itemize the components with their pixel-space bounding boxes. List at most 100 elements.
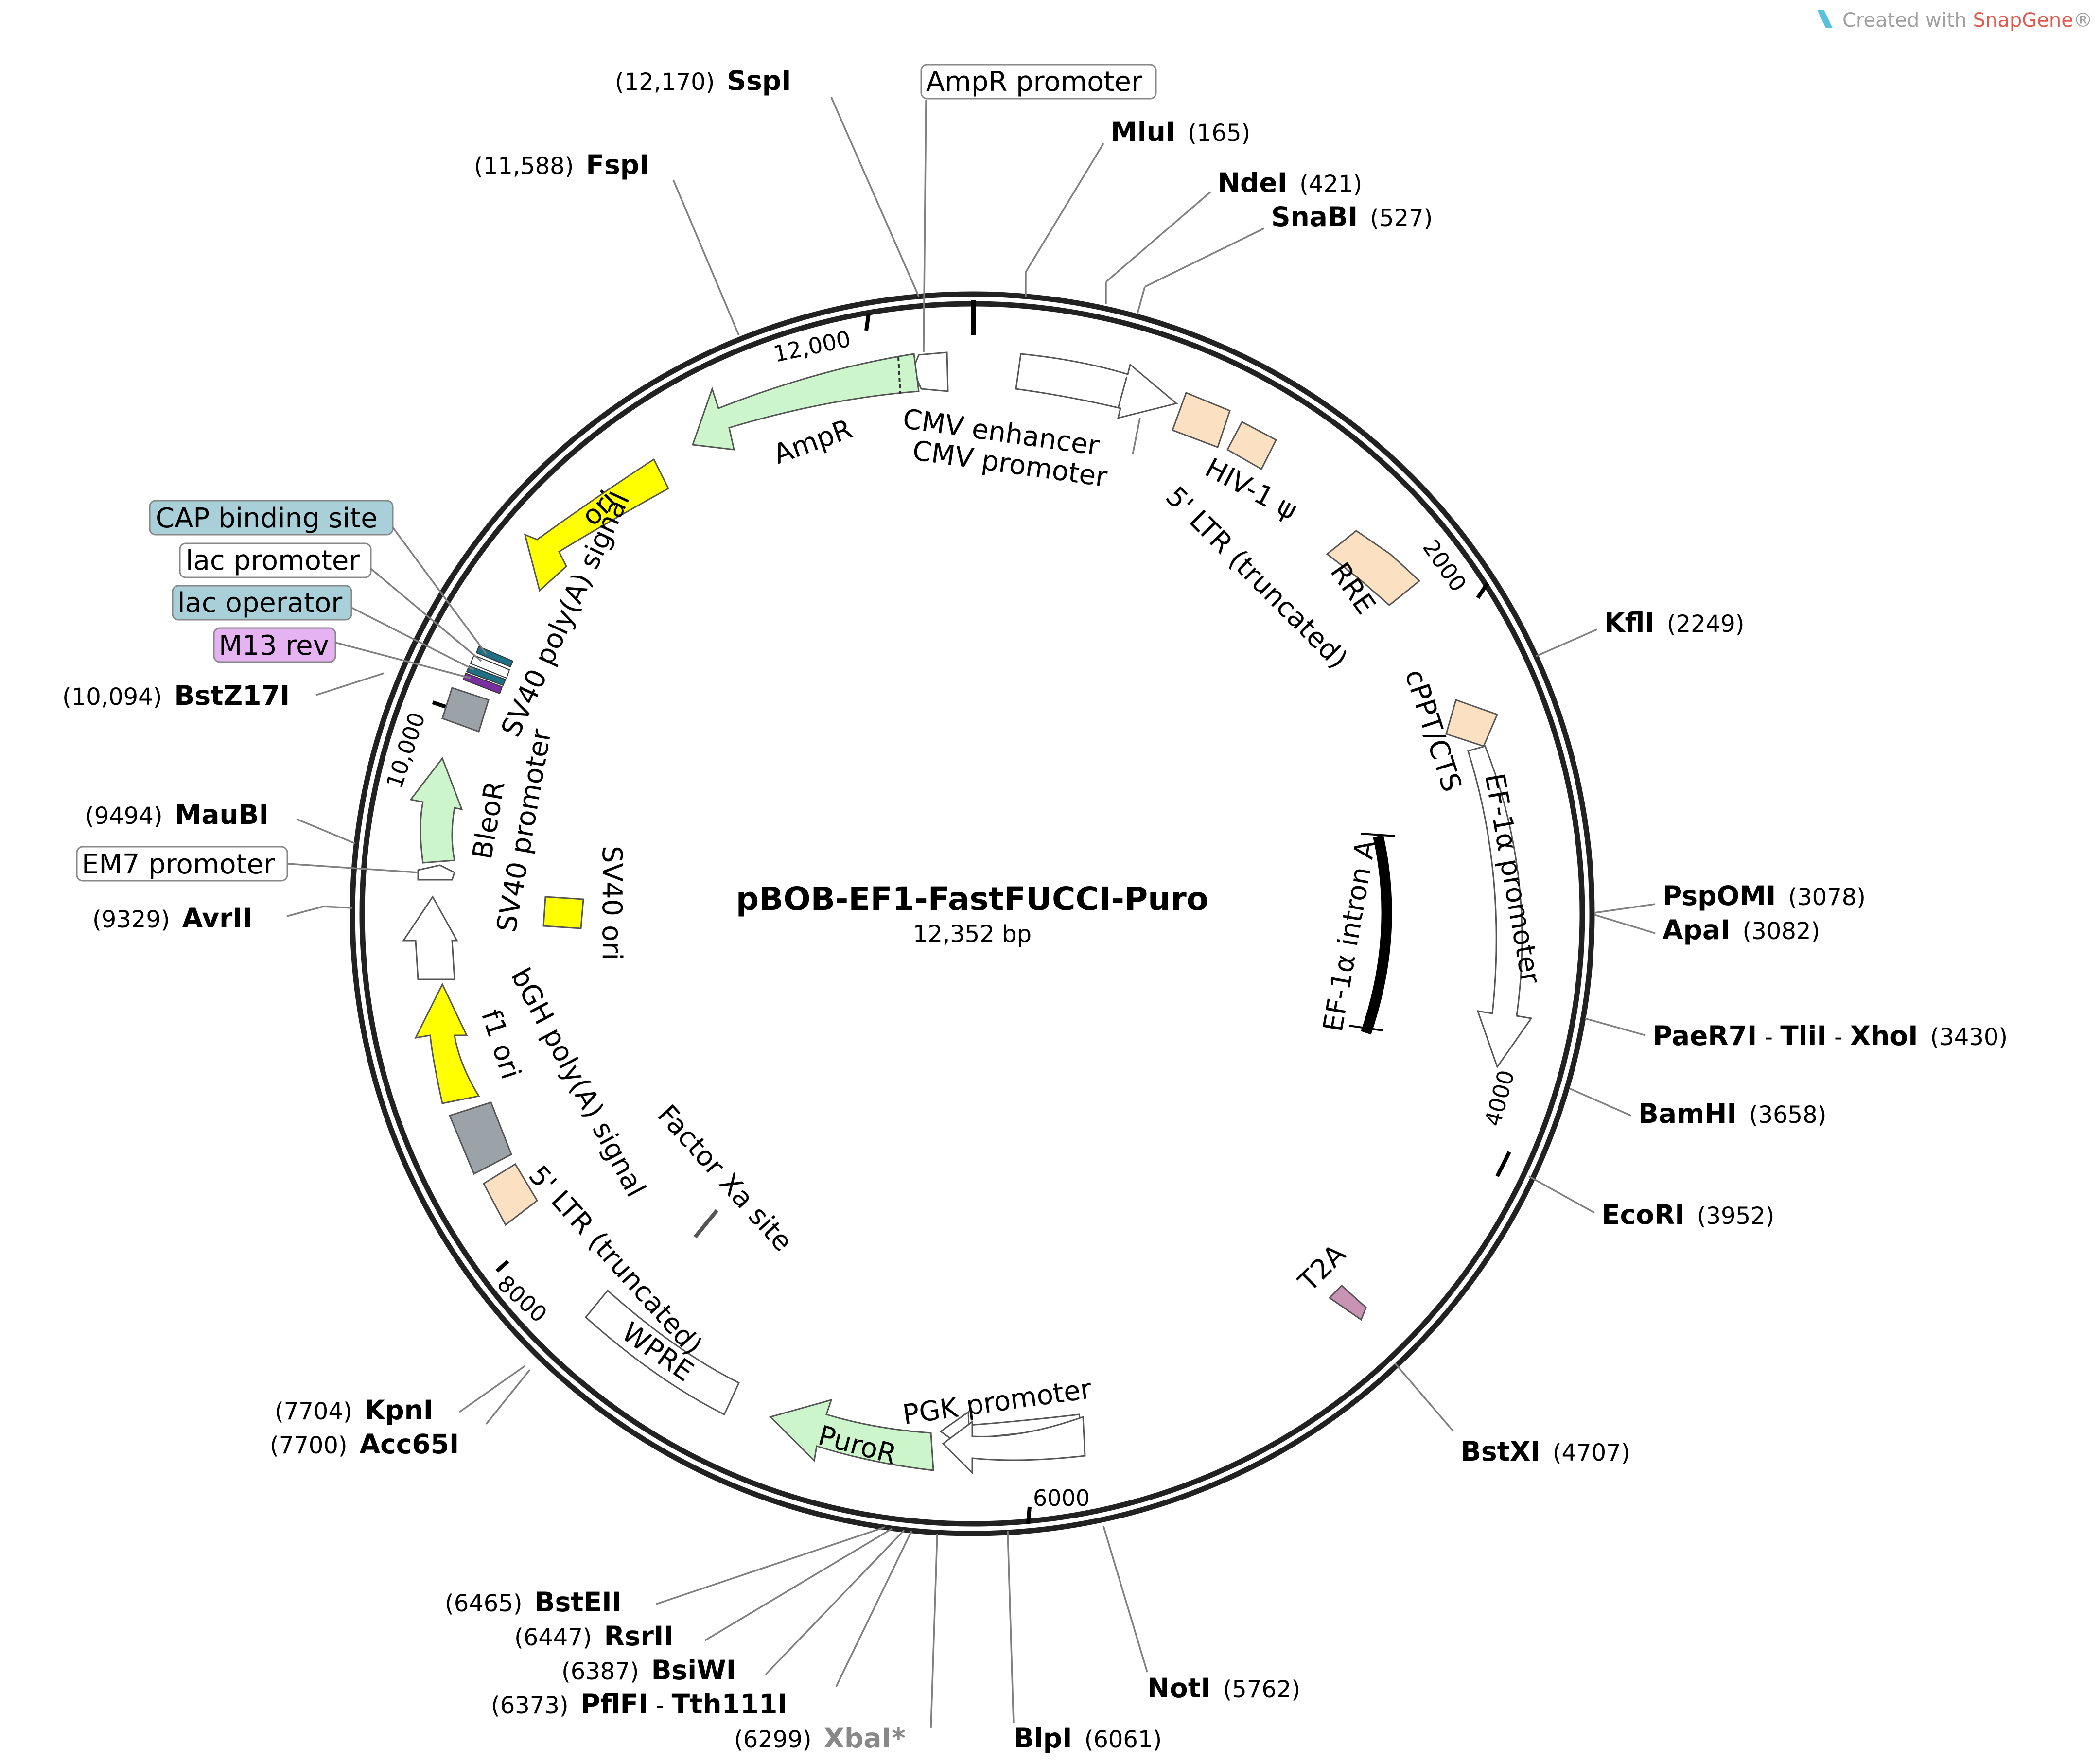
bstz17i-pos: (10,094): [62, 683, 162, 711]
acc65i-pos: (7700): [270, 1432, 348, 1459]
sspi-name: SspI: [727, 65, 791, 96]
ltr-bottom-box: [483, 1163, 538, 1226]
kfli-pos: (2249): [1667, 611, 1745, 638]
pflfi-pos: (6373): [491, 1692, 569, 1719]
svg-text:(7700)Acc65I: (7700) Acc65I: [270, 1429, 459, 1460]
kfli-name: KflI: [1604, 607, 1655, 638]
maubi-name: MauBI: [175, 799, 269, 830]
pspomi-name: PspOMI: [1662, 880, 1776, 911]
em7-arrow: [417, 864, 455, 881]
svg-text:BamHI(3658): BamHI (3658): [1638, 1098, 1826, 1129]
factor-xa-mark: [693, 1209, 719, 1239]
credit-prefix: Created with: [1842, 9, 1973, 32]
svg-text:(9329)AvrII: (9329) AvrII: [92, 903, 252, 934]
ampr-promoter-labelbox: [920, 64, 1157, 100]
bstz17i-name: BstZ17I: [174, 680, 290, 711]
bgh-label: bGH poly(A) signal: [505, 963, 652, 1202]
fspi-name: FspI: [586, 149, 649, 180]
m13rev-labelbox: [213, 627, 336, 663]
mlui-pos: (165): [1188, 120, 1250, 147]
tth111i-name: Tth111I: [672, 1689, 788, 1720]
ef1a-intron-bar: [1361, 835, 1392, 1035]
blpi-name: BlpI: [1014, 1723, 1072, 1754]
svg-text:PaeR7I - TliI - XhoI(3430): PaeR7I - TliI - XhoI(3430): [1653, 1020, 2008, 1051]
kpni-name: KpnI: [365, 1395, 434, 1426]
bstxi-name: BstXI: [1461, 1436, 1540, 1467]
credit-suffix: ®: [2073, 9, 2093, 32]
bsiwi-pos: (6387): [561, 1658, 639, 1685]
ecori-pos: (3952): [1697, 1203, 1775, 1230]
acc65i-name: Acc65I: [360, 1429, 459, 1460]
bamhi-pos: (3658): [1749, 1101, 1827, 1129]
svg-text:(9494)MauBI: (9494)MauBI: [85, 799, 269, 830]
lac-operator-labelbox: [172, 585, 352, 621]
backbone-outer: [350, 291, 1595, 1536]
em7-label: EM7 promoter: [82, 849, 275, 880]
svg-text:(10,094)BstZ17I: (10,094) BstZ17I: [62, 680, 290, 711]
apai-pos: (3082): [1743, 918, 1820, 945]
cap-label: CAP binding site: [156, 503, 378, 534]
ampr-label: AmpR: [770, 413, 857, 471]
ndei-name: NdeI: [1218, 167, 1287, 198]
plasmid-size: 12,352 bp: [913, 921, 1032, 948]
pflfi-sep: -: [648, 1692, 672, 1719]
tick-4000: 4000: [1479, 1067, 1519, 1129]
svg-text:KflI(2249): KflI (2249): [1604, 607, 1744, 638]
em7-labelbox: [76, 846, 288, 882]
f1-ori-arrow: [414, 982, 480, 1104]
rsrii-pos: (6447): [514, 1624, 592, 1651]
bamhi-name: BamHI: [1638, 1098, 1737, 1129]
svg-text:MluI(165): MluI (165): [1111, 116, 1250, 147]
fspi-pos: (11,588): [474, 153, 574, 180]
m13rev-box: [462, 672, 503, 695]
hiv-psi-box: [1172, 392, 1231, 448]
lac-operator-label: lac operator: [177, 587, 343, 619]
sv40-ori-box: [542, 896, 584, 929]
xbai-name: XbaI*: [824, 1723, 906, 1754]
bsiwi-name: BsiWI: [651, 1655, 736, 1686]
tick-10000: 10,000: [381, 709, 430, 792]
lac-promoter-labelbox: [179, 542, 372, 578]
ampr-dash: [897, 357, 901, 394]
apai-name: ApaI: [1662, 914, 1731, 945]
sv40-ori-label: SV40 ori: [596, 846, 628, 960]
svg-text:(6373)PflFI - Tth111I: (6373)PflFI - Tth111I: [491, 1689, 788, 1720]
svg-text:Created with SnapGene®: Created with SnapGene®: [1842, 9, 2093, 32]
mlui-name: MluI: [1111, 116, 1175, 147]
ampr-arrow: [691, 353, 920, 451]
plasmid-name: pBOB-EF1-FastFUCCI-Puro: [736, 880, 1208, 918]
puror-arrow: [769, 1398, 934, 1471]
t2a-shape: [1328, 1284, 1367, 1321]
sspi-pos: (12,170): [615, 69, 715, 96]
bstxi-pos: (4707): [1553, 1439, 1630, 1466]
wpre-box: [584, 1289, 740, 1416]
svg-text:(6387)BsiWI: (6387) BsiWI: [561, 1655, 736, 1686]
svg-text:(6299)XbaI*: (6299)XbaI*: [734, 1723, 906, 1754]
cmv-divider: [1117, 376, 1128, 409]
avrii-pos: (9329): [92, 906, 170, 933]
lac-promoter-label: lac promoter: [186, 545, 360, 576]
lac-operator-box: [466, 665, 507, 686]
restriction-sites: (12,170) SspI (11,588) FspI MluI (165) NdeI…: [62, 65, 2008, 1754]
bsteii-name: BstEII: [535, 1587, 622, 1618]
avrii-name: AvrII: [182, 903, 253, 934]
paer7i-name: PaeR7I: [1653, 1020, 1757, 1051]
cmv-arrow: [1015, 353, 1178, 419]
svg-text:NotI(5762): NotI(5762): [1147, 1673, 1300, 1704]
f1ori-label: f1 ori: [475, 1006, 527, 1083]
feature-labels: AmpR promoter CMV enhancer CMV promoter …: [76, 64, 1546, 1471]
ampr-promoter-label: AmpR promoter: [926, 66, 1143, 98]
svg-text:BlpI(6061): BlpI(6061): [1014, 1723, 1162, 1754]
svg-text:(12,170)SspI: (12,170) SspI: [615, 65, 791, 96]
svg-text:EcoRI(3952): EcoRI(3952): [1602, 1199, 1774, 1230]
tick-marks: [432, 313, 1511, 1524]
pgk-arrow-body: [942, 1415, 1086, 1475]
paer7i-pos: (3430): [1930, 1024, 2008, 1051]
ef1a-promoter-arrow: [1467, 745, 1533, 1069]
noti-name: NotI: [1147, 1673, 1211, 1704]
bgh-box: [448, 1101, 512, 1175]
bsteii-pos: (6465): [445, 1590, 523, 1617]
tlii-name: TliI: [1780, 1020, 1827, 1051]
svg-text:(7704)KpnI: (7704)KpnI: [275, 1395, 433, 1426]
xhoi-name: XhoI: [1850, 1020, 1918, 1051]
